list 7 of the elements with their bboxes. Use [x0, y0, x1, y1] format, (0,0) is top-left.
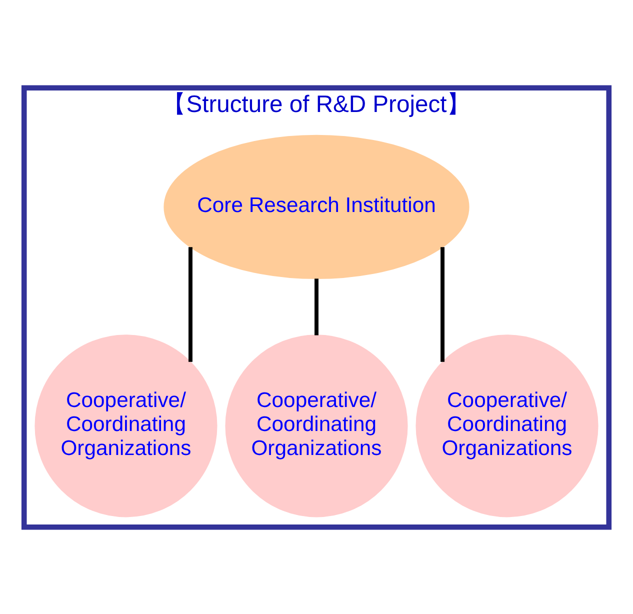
node-circle: Cooperative/ Coordinating Organizations	[34, 334, 218, 517]
node-ellipse: Core Research Institution	[164, 134, 470, 279]
connector	[188, 246, 192, 362]
node-circle: Cooperative/ Coordinating Organizations	[416, 334, 598, 517]
node-circle: Cooperative/ Coordinating Organizations	[225, 334, 408, 517]
connector	[314, 278, 318, 335]
connector	[440, 246, 444, 362]
